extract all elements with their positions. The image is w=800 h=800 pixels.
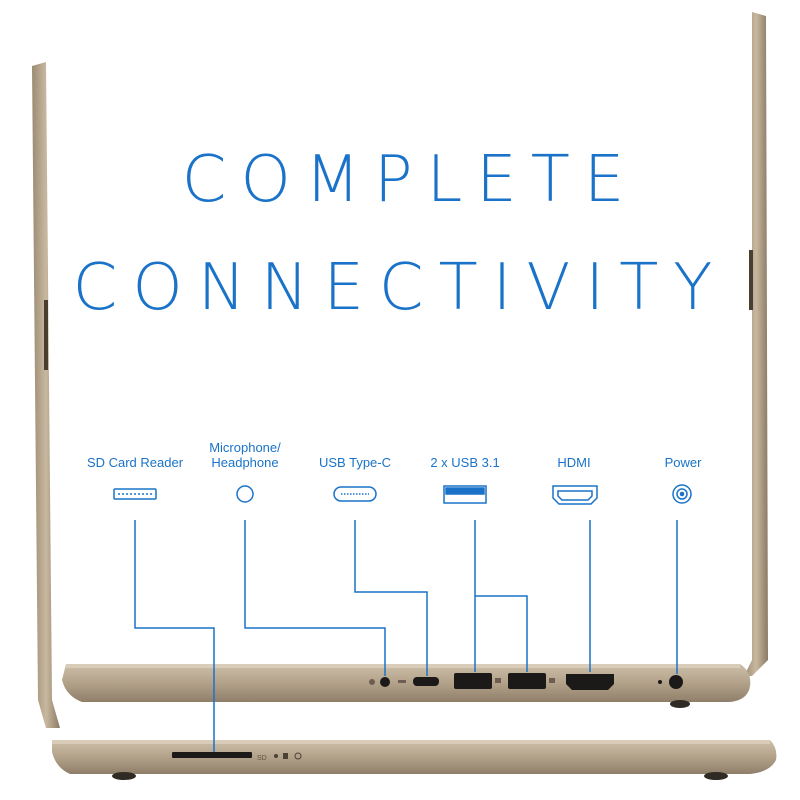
microphone-label-line-1: Microphone/ xyxy=(209,440,281,455)
usb-a-connector-line xyxy=(474,520,528,672)
power-label: Power xyxy=(664,455,702,470)
hdmi-label: HDMI xyxy=(557,455,591,470)
usb-c-port xyxy=(413,677,439,686)
usb-c-icon xyxy=(333,486,377,502)
right-laptop-lid xyxy=(744,12,768,676)
audio-jack-port xyxy=(380,677,390,687)
usb-a-icon xyxy=(443,485,487,504)
usb-a-port-1 xyxy=(454,673,492,689)
sd-card-reader-label: SD Card Reader xyxy=(86,455,184,470)
microphone-label-line-2: Headphone xyxy=(211,455,279,470)
usb-c-connector-line xyxy=(354,520,428,676)
audio-jack-icon xyxy=(236,485,254,503)
power-port xyxy=(669,675,683,689)
sd-card-slot xyxy=(172,752,252,758)
left-laptop-lid xyxy=(32,62,60,728)
sd-connector-line xyxy=(134,520,215,752)
lower-laptop-base: SD xyxy=(52,740,777,780)
hdmi-port xyxy=(566,674,614,690)
usb-type-c-label: USB Type-C xyxy=(318,455,391,470)
sd-slot-icon xyxy=(113,488,157,500)
sd-slot-marking: SD xyxy=(257,755,267,762)
upper-ports xyxy=(380,673,683,690)
usb-3-1-label: 2 x USB 3.1 xyxy=(430,455,500,470)
power-jack-icon xyxy=(672,484,692,504)
headline-line-1: COMPLETE xyxy=(181,143,639,217)
connector-lines xyxy=(134,520,678,752)
microphone-headphone-label: Microphone/ Headphone xyxy=(180,440,310,470)
usb-a-port-2 xyxy=(508,673,546,689)
audio-connector-line xyxy=(244,520,386,676)
hdmi-icon xyxy=(552,485,598,505)
port-icons xyxy=(113,484,692,505)
upper-laptop-base xyxy=(62,664,751,708)
headline-line-2: CONNECTIVITY xyxy=(72,251,728,325)
